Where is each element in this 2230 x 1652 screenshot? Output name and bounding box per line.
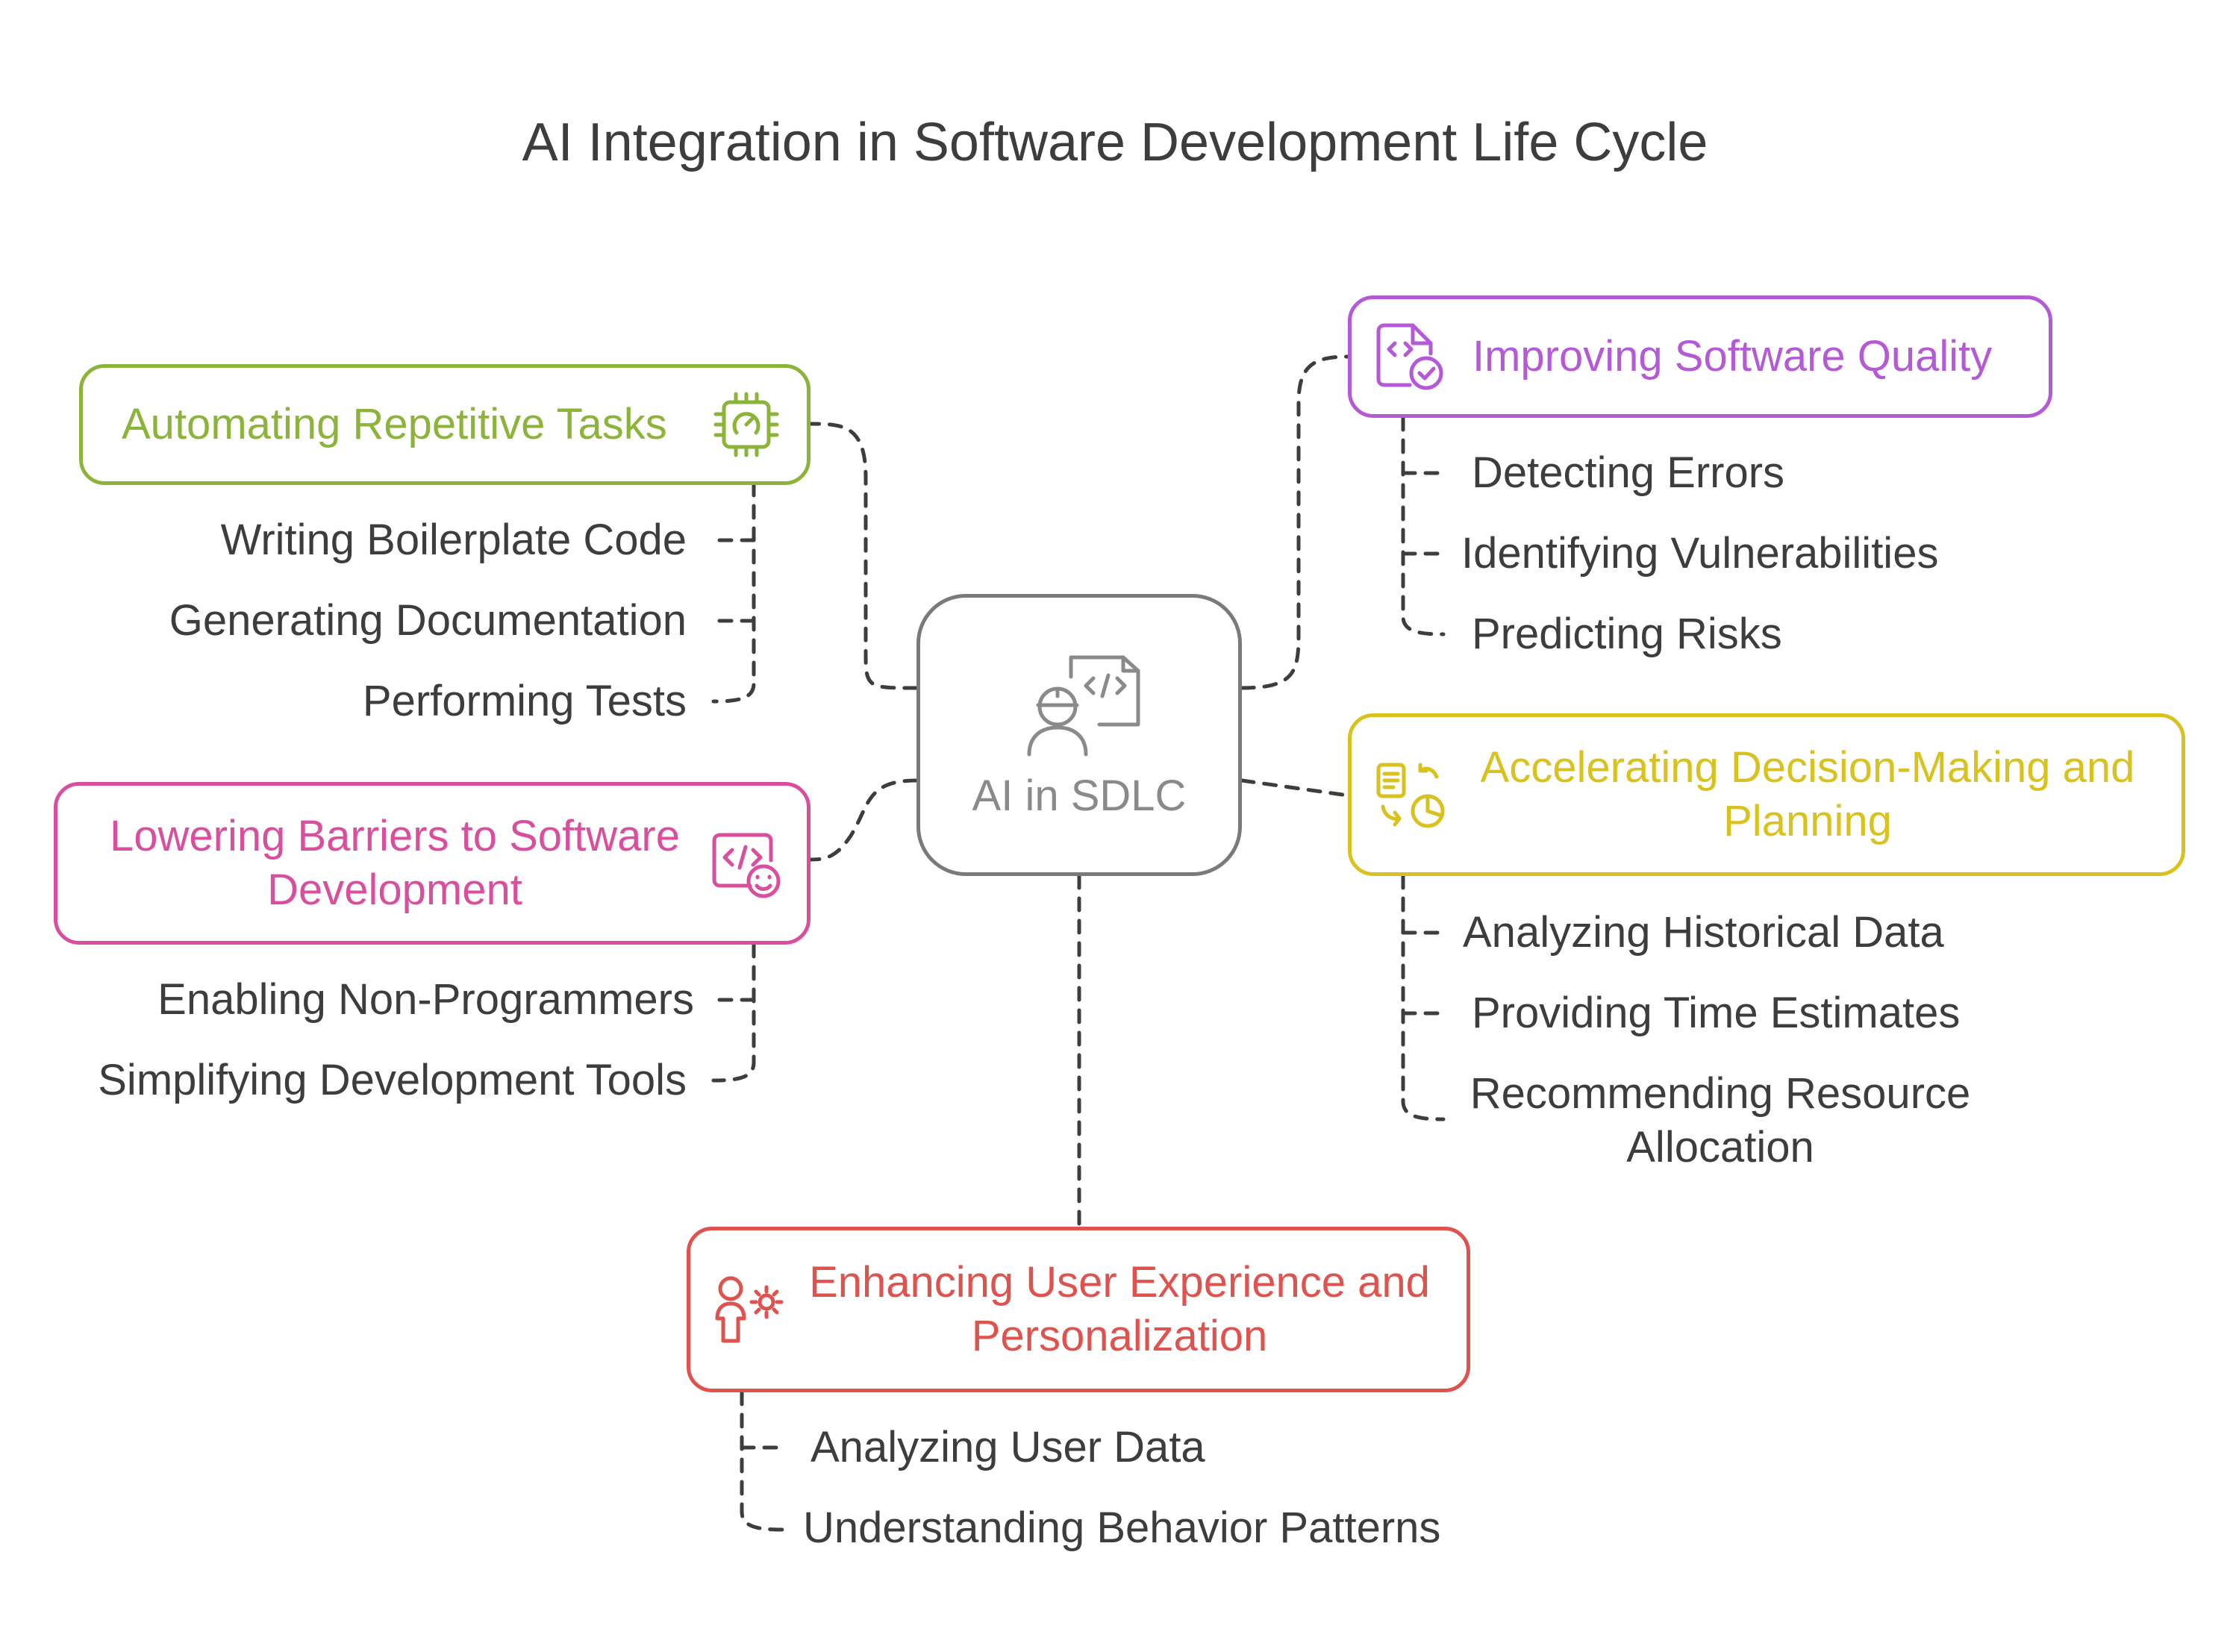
node-enhancing-user-experience: Enhancing User Experience and Personaliz… xyxy=(687,1227,1470,1392)
leaf-decision-3: Recommending Resource Allocation xyxy=(1470,1069,1971,1171)
connector-decision-trunk xyxy=(1401,874,1446,1121)
node-lowering-barriers: Lowering Barriers to Software Developmen… xyxy=(54,782,811,945)
leaf-lowering-1: Enabling Non-Programmers xyxy=(157,975,694,1024)
leaf-decision-2: Providing Time Estimates xyxy=(1472,989,1961,1037)
node-improving-software-quality: Improving Software Quality xyxy=(1348,295,2052,418)
leaf-automating-3: Performing Tests xyxy=(362,677,687,725)
connector-center-lowering xyxy=(808,778,919,862)
center-node: AI in SDLC xyxy=(916,594,1242,876)
cpu-gauge-icon xyxy=(713,392,779,457)
leaf-automating-2: Generating Documentation xyxy=(169,596,687,645)
leaf-automating-1: Writing Boilerplate Code xyxy=(220,516,687,564)
leaf-quality-3: Predicting Risks xyxy=(1472,610,1782,658)
node-decision-label: Accelerating Decision-Making and Plannin… xyxy=(1480,743,2135,845)
person-gear-icon xyxy=(715,1276,784,1343)
connector-automating-trunk xyxy=(711,481,756,704)
connector-quality-trunk xyxy=(1401,416,1446,636)
connector-lowering-trunk xyxy=(711,942,756,1083)
leaf-lowering-2: Simplifying Development Tools xyxy=(98,1056,687,1104)
engineer-code-icon xyxy=(1027,655,1140,757)
connector-center-automating xyxy=(808,422,919,690)
node-automating-label: Automating Repetitive Tasks xyxy=(122,400,667,448)
code-window-smiley-icon xyxy=(712,833,781,898)
leaf-decision-1: Analyzing Historical Data xyxy=(1463,908,1944,957)
leaf-ux-2: Understanding Behavior Patterns xyxy=(803,1504,1441,1552)
node-ux-label: Enhancing User Experience and Personaliz… xyxy=(809,1258,1430,1360)
code-file-check-icon xyxy=(1376,323,1443,390)
node-lowering-label: Lowering Barriers to Software Developmen… xyxy=(110,812,680,914)
document-chart-arrows-icon xyxy=(1376,763,1445,828)
connector-center-quality xyxy=(1240,354,1350,690)
node-accelerating-decision-making: Accelerating Decision-Making and Plannin… xyxy=(1348,713,2185,876)
leaf-quality-2: Identifying Vulnerabilities xyxy=(1461,529,1939,578)
leaf-quality-1: Detecting Errors xyxy=(1472,448,1785,497)
connector-center-decision xyxy=(1240,778,1350,798)
node-automating-repetitive-tasks: Automating Repetitive Tasks xyxy=(79,364,811,485)
diagram-title: AI Integration in Software Development L… xyxy=(522,113,1708,172)
leaf-ux-1: Analyzing User Data xyxy=(811,1423,1205,1471)
connector-ux-trunk xyxy=(740,1390,784,1532)
node-quality-label: Improving Software Quality xyxy=(1472,332,1993,381)
center-node-label: AI in SDLC xyxy=(972,772,1187,820)
